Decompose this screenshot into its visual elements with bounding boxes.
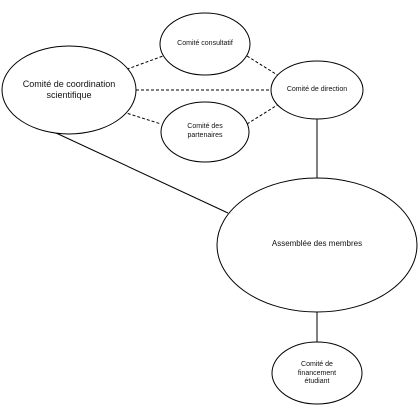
node-coordination-ellipse <box>1 45 137 135</box>
node-partenaires-ellipse <box>160 101 250 163</box>
edge-coordination-partenaires <box>122 111 162 125</box>
node-financement-ellipse <box>271 341 363 405</box>
edge-consultatif-direction <box>246 55 280 77</box>
edge-coordination-consultatif <box>121 55 164 72</box>
node-assemblee-ellipse <box>216 177 418 313</box>
node-direction-ellipse <box>270 60 364 120</box>
edge-coordination-assemblee <box>55 132 229 214</box>
edge-partenaires-direction <box>246 103 280 125</box>
node-consultatif-ellipse <box>159 12 251 76</box>
